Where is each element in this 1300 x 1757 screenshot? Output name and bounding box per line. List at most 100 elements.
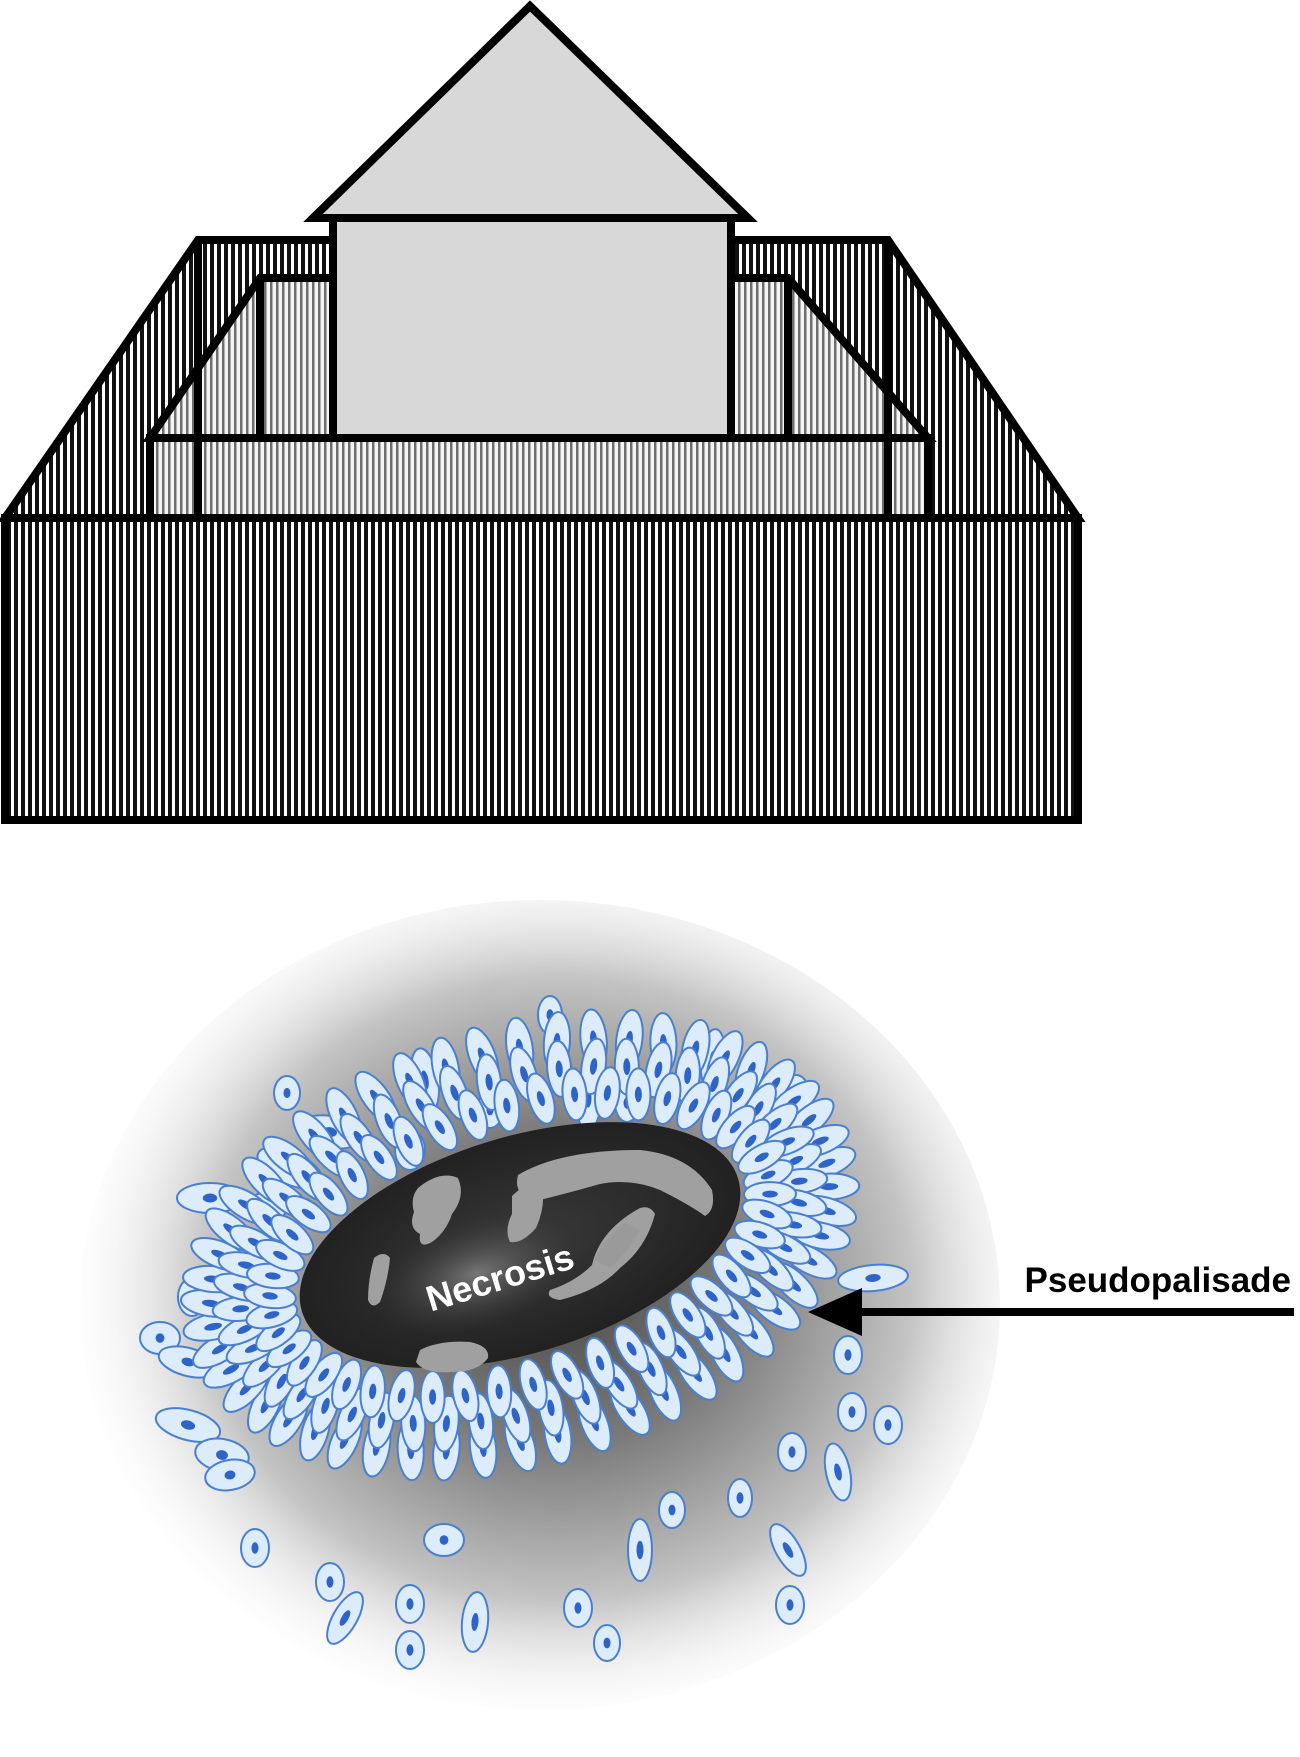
palisade-illustration <box>0 0 1086 824</box>
cell-nucleus <box>503 1097 511 1114</box>
tumor-cell <box>204 1458 256 1492</box>
tumor-cell <box>335 1150 369 1201</box>
tumor-cell <box>419 1370 446 1424</box>
cell-nucleus <box>768 1118 782 1131</box>
tumor-cell <box>326 1591 364 1645</box>
cell-nucleus <box>397 1387 406 1404</box>
tumor-cell <box>837 1392 867 1432</box>
cell-nucleus <box>884 1419 892 1431</box>
cell-nucleus <box>790 1198 808 1207</box>
cell-nucleus <box>818 1158 836 1168</box>
cell-nucleus <box>442 1415 450 1432</box>
cell-nucleus <box>736 1492 744 1504</box>
cell-nucleus <box>222 1364 240 1375</box>
debris-fragment <box>516 1150 714 1216</box>
tumor-cell <box>270 1214 315 1256</box>
cell-nucleus <box>155 1333 165 1343</box>
tumor-cell <box>493 1078 521 1133</box>
tumor-cell <box>833 1335 863 1375</box>
cell-nucleus <box>684 1067 692 1084</box>
cell-nucleus <box>301 1208 316 1220</box>
cell-nucleus <box>439 1535 449 1545</box>
tumor-cell <box>645 1306 677 1359</box>
tumor-cell <box>625 1067 652 1122</box>
cell-nucleus <box>202 1193 218 1203</box>
cell-nucleus <box>322 1187 335 1201</box>
cell-nucleus <box>626 1341 637 1356</box>
cell-nucleus <box>236 1324 253 1334</box>
cell-nucleus <box>339 1610 351 1626</box>
cell-nucleus <box>801 1114 817 1127</box>
cell-nucleus <box>485 1073 493 1091</box>
cell-nucleus <box>369 1383 377 1400</box>
pseudopalisade-cell-ring <box>180 1008 861 1482</box>
debris-fragment <box>507 1184 544 1243</box>
cell-nucleus <box>786 1599 794 1611</box>
cell-nucleus <box>688 1098 699 1113</box>
tumor-cell <box>359 1364 386 1419</box>
pseudopalisade-arrow <box>808 1288 1294 1336</box>
cell-nucleus <box>675 1344 687 1359</box>
tumor-cell <box>549 1350 585 1400</box>
cell-nucleus <box>251 1542 259 1554</box>
cell-nucleus <box>762 1190 778 1198</box>
cell-nucleus <box>595 1355 605 1371</box>
cell-nucleus <box>204 1322 222 1331</box>
tumor-cell <box>627 1518 653 1582</box>
tumor-cell <box>711 1253 752 1299</box>
cell-nucleus <box>760 1170 776 1180</box>
cell-nucleus <box>571 1086 579 1103</box>
tumor-cell <box>561 1067 588 1122</box>
cell-nucleus <box>788 1446 796 1458</box>
tumor-cell <box>387 1369 416 1423</box>
cell-nucleus <box>271 1327 285 1339</box>
tumor-cell <box>593 1066 621 1120</box>
cell-nucleus <box>790 1177 808 1185</box>
cell-nucleus <box>547 1399 555 1417</box>
tumor-cell <box>769 1523 807 1577</box>
cell-nucleus <box>634 1086 642 1103</box>
cell-nucleus <box>865 1274 881 1282</box>
tumor-cell <box>395 1584 425 1624</box>
tumor-cell <box>737 1139 787 1175</box>
tumor-cell <box>395 1630 425 1670</box>
cell-nucleus <box>265 1272 281 1280</box>
tumor-cell <box>653 1072 682 1126</box>
cell-nucleus <box>347 1406 358 1423</box>
cell-nucleus <box>347 1167 357 1183</box>
tumor-cell <box>421 1103 459 1152</box>
cell-nucleus <box>759 1209 775 1219</box>
tumor-cell <box>585 1336 616 1389</box>
pseudopalisade-illustration: Necrosis Pseudopalisade <box>80 900 1294 1710</box>
tumor-cell <box>154 1407 222 1443</box>
tumor-cell <box>724 1236 772 1274</box>
debris-fragment <box>416 1341 489 1373</box>
cell-nucleus <box>656 1325 666 1340</box>
cell-nucleus <box>636 1540 644 1560</box>
cell-nucleus <box>613 1376 625 1392</box>
cell-nucleus <box>216 1450 228 1460</box>
cell-nucleus <box>282 1343 296 1355</box>
cell-nucleus <box>286 1228 299 1241</box>
tumor-cell <box>457 1089 489 1141</box>
debris-fragment <box>412 1175 461 1245</box>
front-fence <box>1 514 1082 824</box>
cell-nucleus <box>663 1090 672 1107</box>
cell-nucleus <box>211 1343 228 1355</box>
cell-nucleus <box>848 1406 856 1418</box>
necrotic-debris <box>368 1150 714 1373</box>
cell-nucleus <box>264 1311 280 1319</box>
cell-nucleus <box>603 1637 611 1649</box>
tumor-cell <box>613 1324 650 1373</box>
debris-fragment <box>595 1222 640 1268</box>
cell-nucleus <box>782 1542 794 1558</box>
cell-nucleus <box>555 1060 563 1078</box>
cell-nucleus <box>623 1058 631 1076</box>
tumor-cell <box>837 1263 909 1293</box>
tumor-cell <box>451 1369 480 1423</box>
cell-nucleus <box>342 1376 351 1392</box>
tumor-cell <box>823 1442 853 1502</box>
cell-nucleus <box>450 1084 459 1101</box>
tumor-cell <box>669 1291 707 1339</box>
